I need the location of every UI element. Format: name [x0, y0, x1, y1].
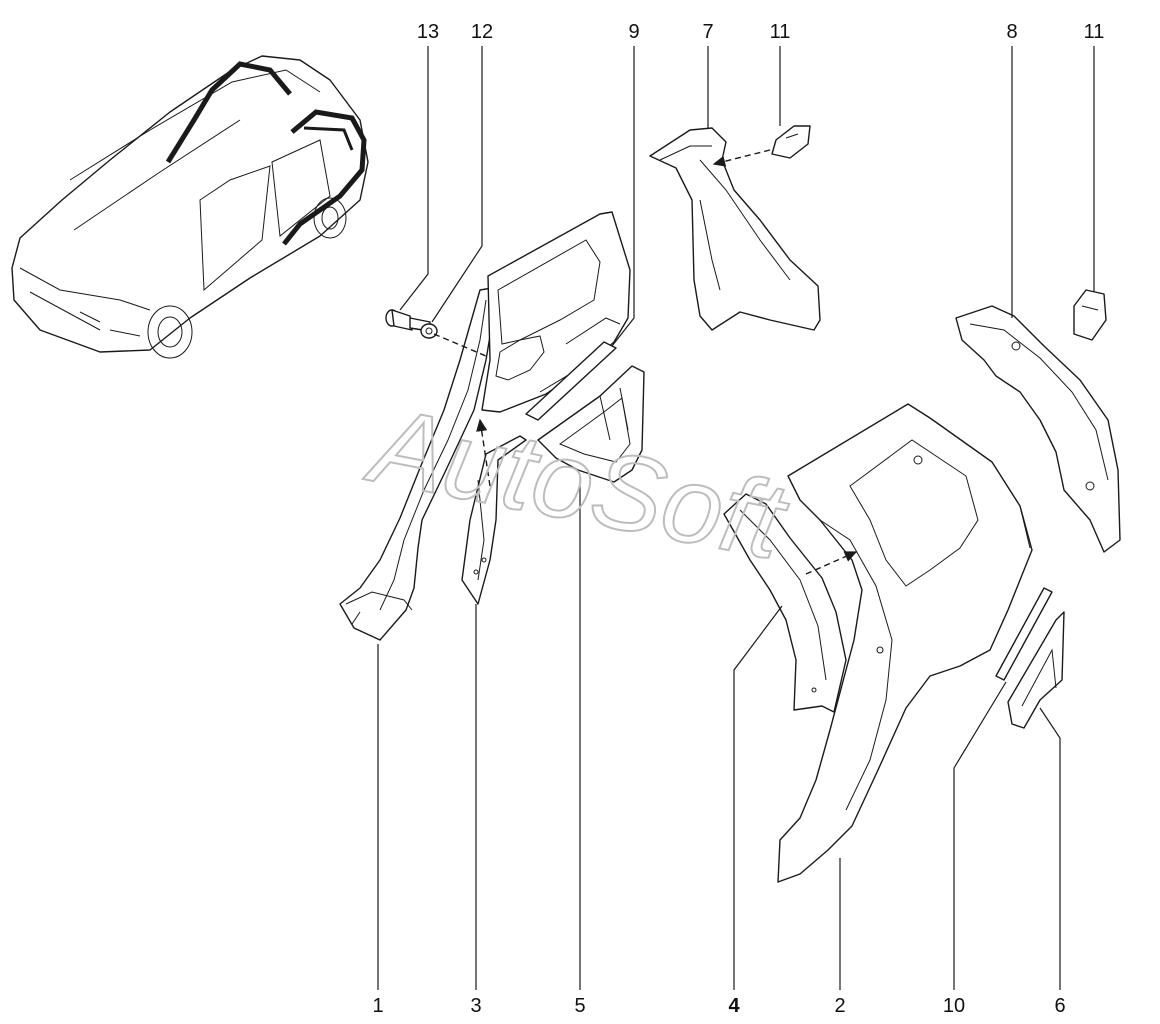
callout-8: 8 [1006, 21, 1017, 43]
arch-reinforcement-part-4 [723, 493, 847, 713]
leader-lines [377, 46, 1095, 990]
small-bracket-part-3 [461, 435, 527, 605]
callout-2: 2 [834, 995, 845, 1017]
wheel-arch-inner-part-7 [649, 127, 821, 331]
callout-9: 9 [628, 21, 639, 43]
callout-4: 4 [728, 995, 740, 1017]
pillar-reinforcement-part-1 [339, 287, 495, 641]
callout-3: 3 [470, 995, 481, 1017]
bracket-panel-part-5 [537, 365, 645, 483]
arch-assembly-arrow [805, 551, 858, 575]
callout-1: 1 [372, 995, 383, 1017]
bracket-assembly-arrow [476, 418, 491, 487]
callout-7: 7 [702, 21, 713, 43]
callout-6: 6 [1054, 995, 1065, 1017]
rear-quarter-panel-part-2 [777, 403, 1033, 883]
inner-extension-part-8 [955, 305, 1121, 553]
cap-part-11-upper [771, 125, 811, 159]
cap-part-11-lower [1073, 289, 1107, 341]
rear-inner-panel [481, 211, 631, 413]
car-overview-illustration [11, 55, 369, 359]
callout-10: 10 [943, 995, 965, 1017]
callout-labels: 13 12 9 7 11 8 11 1 3 5 4 2 10 6 [372, 21, 1104, 1017]
callout-13: 13 [417, 21, 439, 43]
rail-strip-part-9 [525, 341, 617, 421]
corner-bracket-part-6 [1007, 611, 1065, 729]
washer-part-12 [420, 323, 438, 339]
callout-11-right: 11 [1084, 21, 1105, 43]
strip-part-10 [995, 587, 1053, 681]
callout-12: 12 [471, 21, 493, 43]
assembly-arrows [433, 149, 858, 575]
callout-11-upper: 11 [770, 21, 791, 43]
callout-5: 5 [574, 995, 585, 1017]
